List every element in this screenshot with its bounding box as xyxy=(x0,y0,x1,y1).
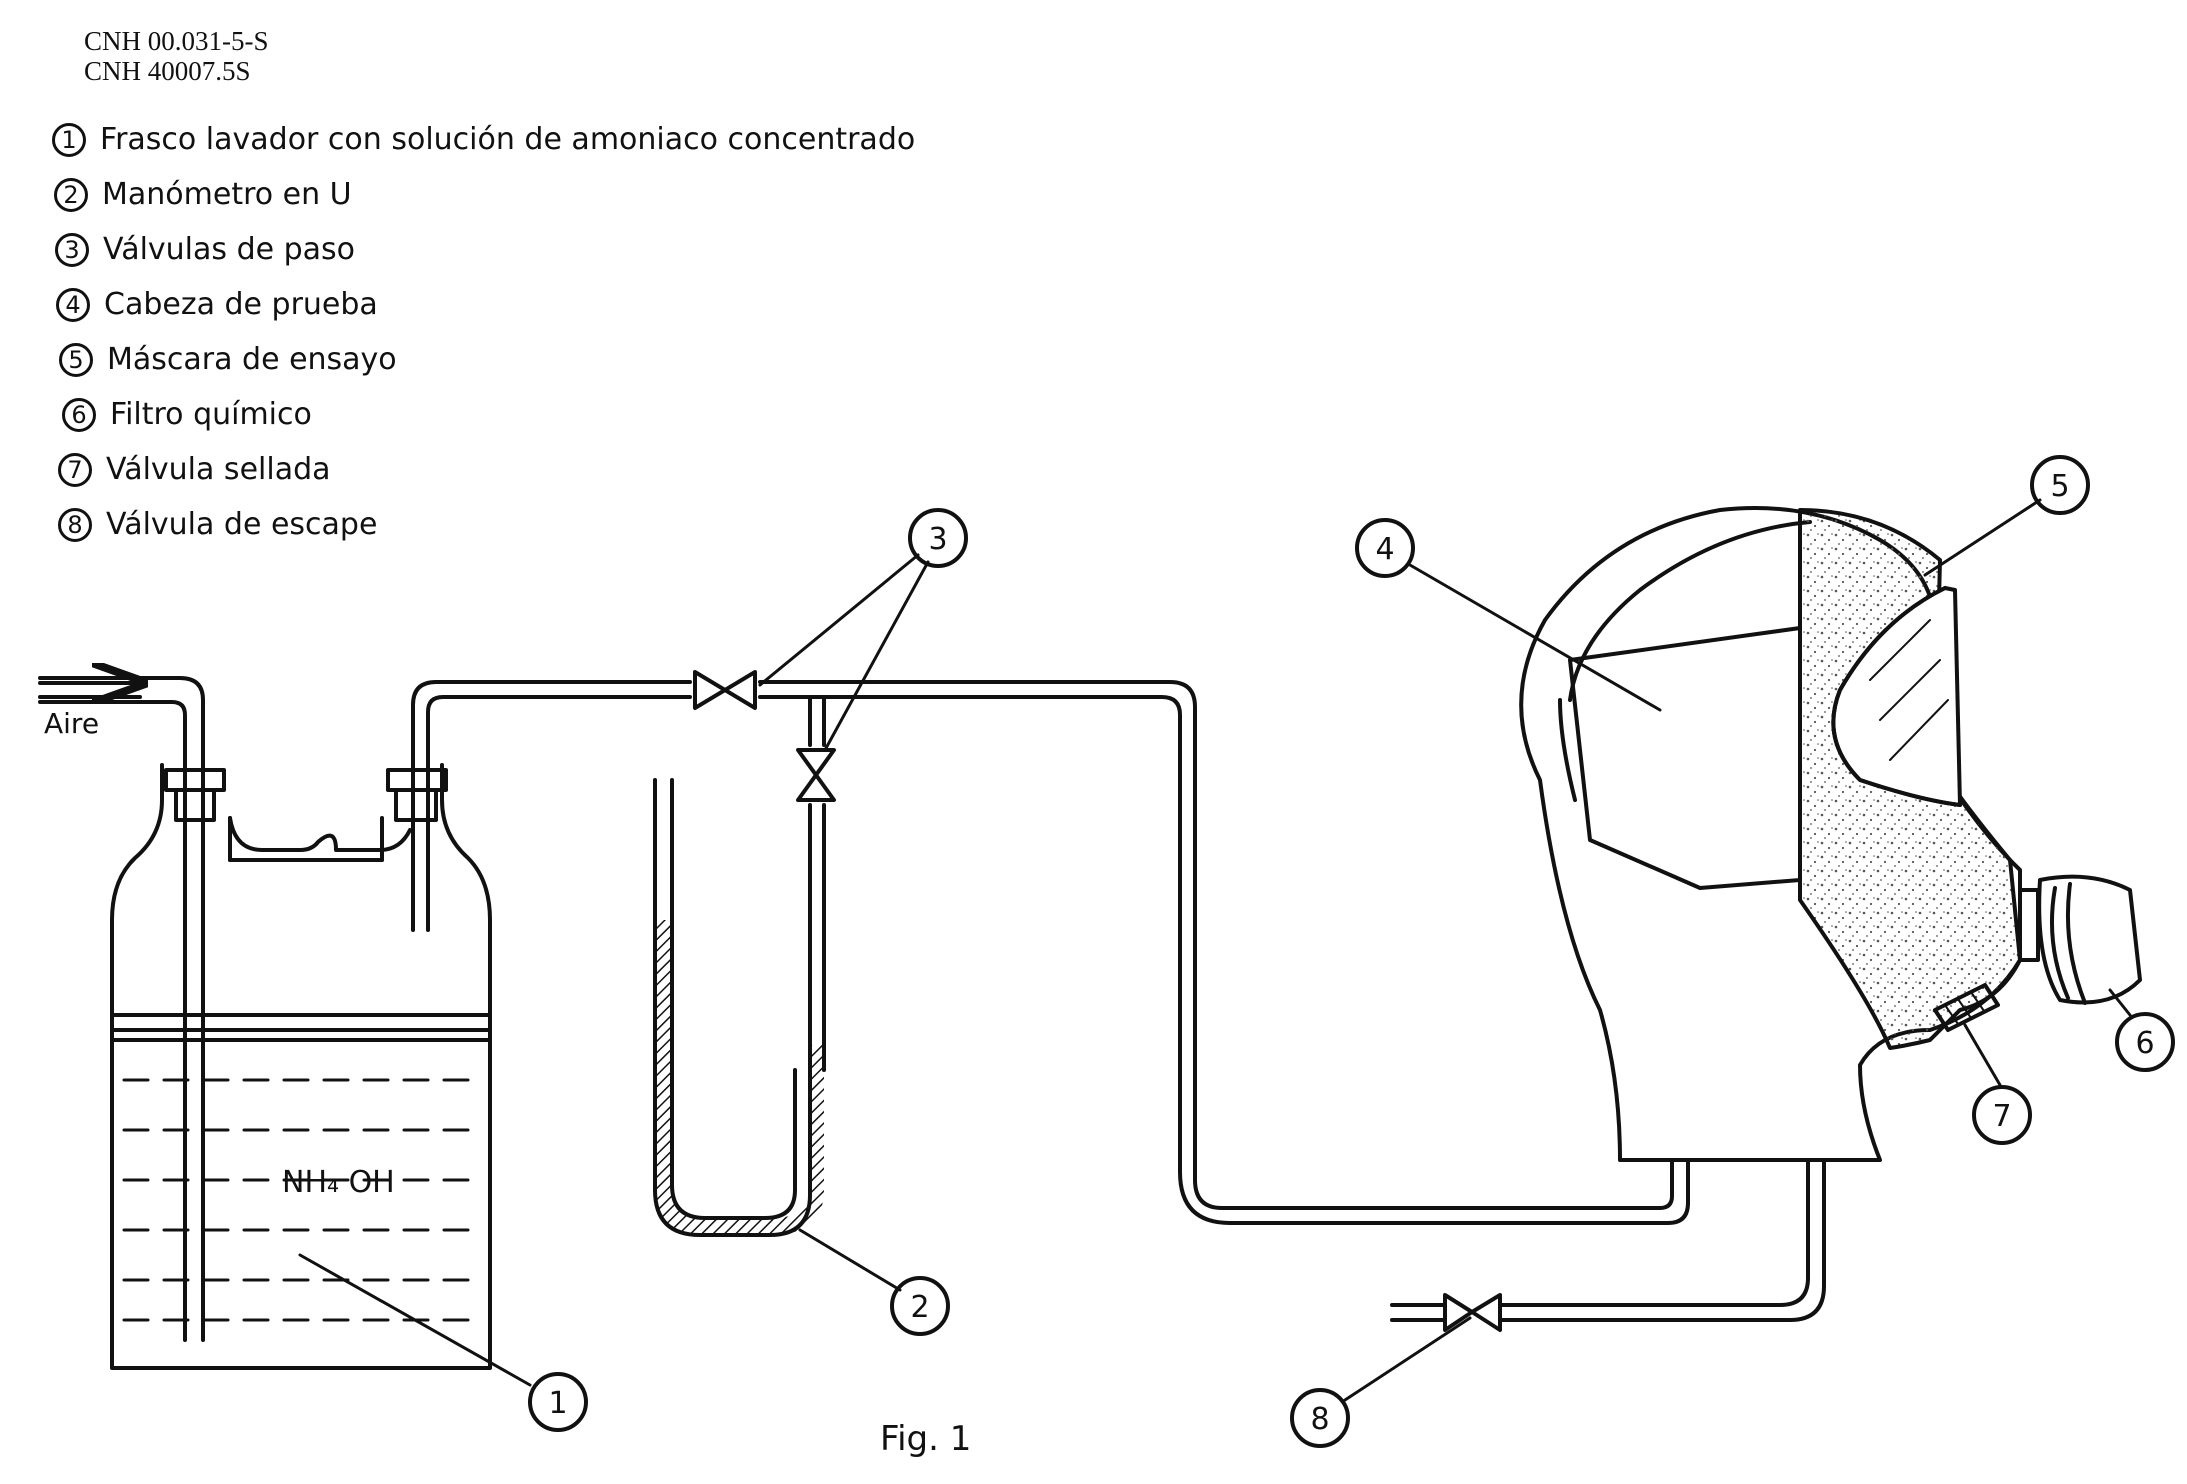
legend-item-2: 2 Manómetro en U xyxy=(54,167,917,222)
legend-label-6: Filtro químico xyxy=(110,397,312,432)
callout-number-3: 3 xyxy=(928,522,947,557)
legend-item-6: 6 Filtro químico xyxy=(62,387,925,442)
wash-bottle xyxy=(110,763,492,1370)
callout-numbers: 1 2 3 4 5 6 7 8 xyxy=(548,469,2154,1437)
legend-label-8: Válvula de escape xyxy=(106,507,378,542)
legend-item-1: 1 Frasco lavador con solución de amoniac… xyxy=(52,112,915,167)
figure-caption: Fig. 1 xyxy=(880,1419,971,1459)
callout-number-4: 4 xyxy=(1375,532,1394,567)
callout-number-5: 5 xyxy=(2050,469,2069,504)
legend-number-5: 5 xyxy=(59,342,93,377)
legend-label-2: Manómetro en U xyxy=(102,177,352,212)
legend-number-3: 3 xyxy=(55,232,89,267)
legend-number-4: 4 xyxy=(56,287,90,322)
liquid-label: NH₄ OH xyxy=(282,1165,395,1200)
exhaust-line xyxy=(1390,1158,1826,1332)
valve-horizontal xyxy=(693,670,757,710)
legend-label-5: Máscara de ensayo xyxy=(107,342,397,377)
legend-item-4: 4 Cabeza de prueba xyxy=(56,277,919,332)
legend-label-4: Cabeza de prueba xyxy=(104,287,378,322)
legend-number-1: 1 xyxy=(52,122,86,157)
main-tube xyxy=(411,680,1690,1225)
air-inlet-tube xyxy=(38,678,205,1342)
legend-item-5: 5 Máscara de ensayo xyxy=(59,332,922,387)
manometer-branch xyxy=(796,695,836,1072)
legend-number-7: 7 xyxy=(58,452,92,487)
legend-item-7: 7 Válvula sellada xyxy=(58,442,921,497)
legend-label-1: Frasco lavador con solución de amoniaco … xyxy=(100,122,916,157)
u-manometer xyxy=(653,778,824,1237)
callout-number-1: 1 xyxy=(548,1386,567,1421)
callout-number-8: 8 xyxy=(1310,1402,1329,1437)
document-code-2: CNH 40007.5S xyxy=(84,56,251,86)
callout-number-2: 2 xyxy=(910,1290,929,1325)
callout-number-7: 7 xyxy=(1992,1099,2011,1134)
air-label: Aire xyxy=(44,707,99,740)
callout-number-6: 6 xyxy=(2135,1026,2154,1061)
chemical-filter xyxy=(2018,874,2142,1005)
sealed-valve xyxy=(1933,983,2000,1032)
document-codes: CNH 00.031-5-S CNH 40007.5S xyxy=(84,26,269,86)
callout-circles xyxy=(528,455,2175,1448)
legend-number-8: 8 xyxy=(58,507,92,542)
legend: 1 Frasco lavador con solución de amoniac… xyxy=(52,112,915,552)
document-code-1: CNH 00.031-5-S xyxy=(84,26,269,56)
legend-number-2: 2 xyxy=(54,177,88,212)
legend-number-6: 6 xyxy=(62,397,96,432)
callout-leaders xyxy=(298,498,2132,1402)
test-mask xyxy=(1798,508,2022,1050)
legend-label-3: Válvulas de paso xyxy=(103,232,356,267)
legend-label-7: Válvula sellada xyxy=(106,452,331,487)
legend-item-3: 3 Válvulas de paso xyxy=(55,222,918,277)
legend-item-8: 8 Válvula de escape xyxy=(58,497,921,552)
